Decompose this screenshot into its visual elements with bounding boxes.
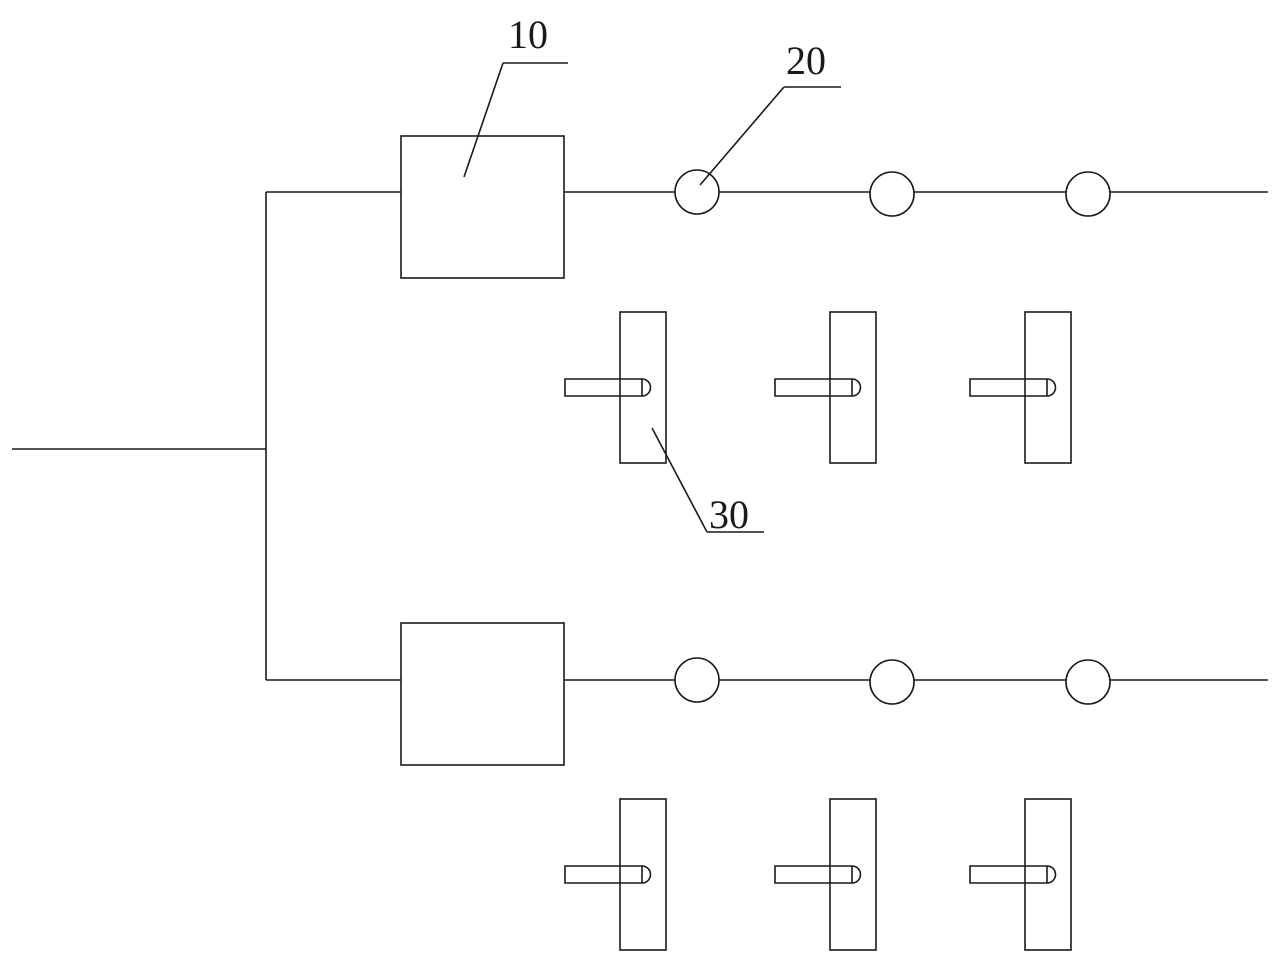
callout-30-label: 30 (709, 492, 749, 537)
top-device-3 (969, 311, 1072, 464)
callout-20-label: 20 (786, 38, 826, 83)
top-node-3 (1065, 171, 1111, 217)
callout-10-label: 10 (508, 12, 548, 57)
top-controller-box (400, 135, 565, 279)
top-node-2 (869, 171, 915, 217)
callout-20: 20 (699, 38, 841, 186)
callout-10: 10 (463, 12, 568, 178)
bottom-controller-box (400, 622, 565, 766)
bottom-node-2 (869, 659, 915, 705)
top-device-2 (774, 311, 877, 464)
bottom-node-3 (1065, 659, 1111, 705)
top-node-1 (674, 169, 720, 215)
bottom-device-1 (564, 798, 667, 951)
bottom-device-3 (969, 798, 1072, 951)
top-device-1 (564, 311, 667, 464)
bottom-node-1 (674, 657, 720, 703)
bottom-device-2 (774, 798, 877, 951)
callout-30: 30 (651, 427, 764, 537)
